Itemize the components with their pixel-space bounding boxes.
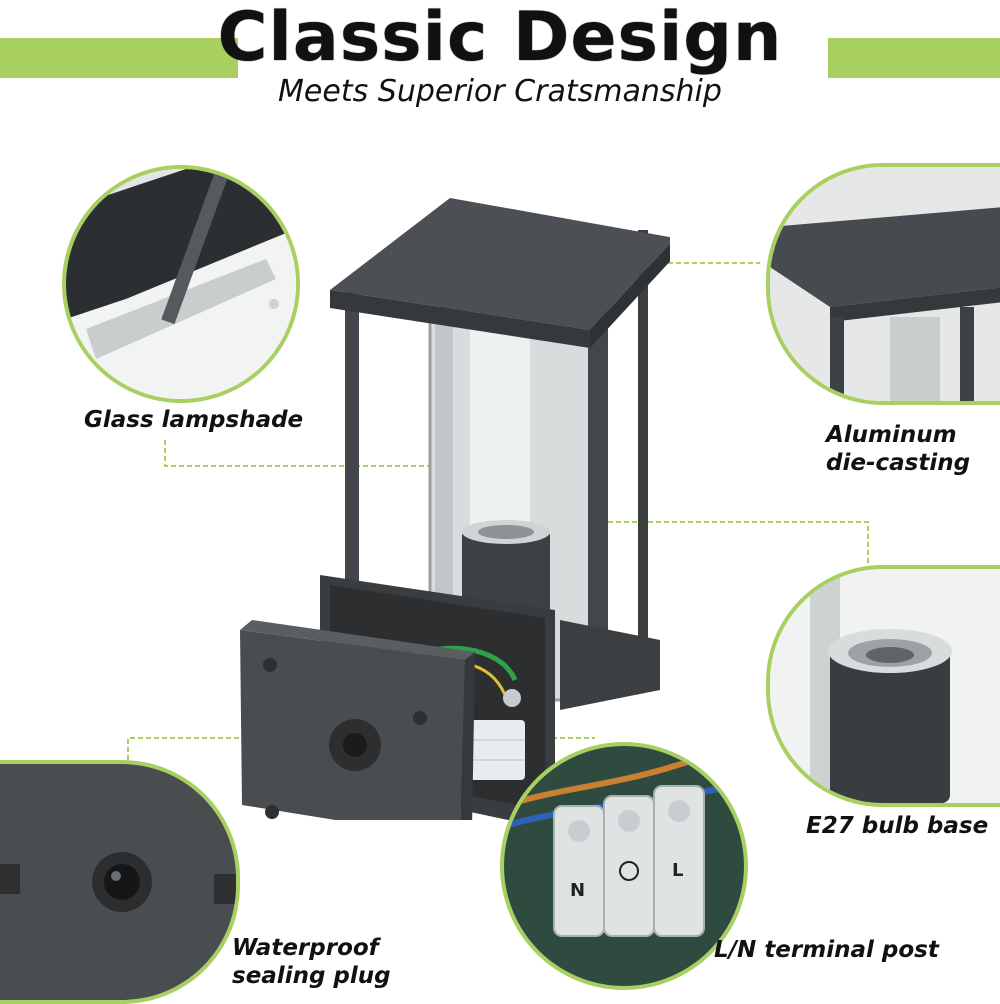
leader-glass: [164, 440, 460, 467]
aluminum-label-line2: die-casting: [826, 450, 971, 476]
bulb-base-label: E27 bulb base: [806, 813, 989, 839]
terminal-block: [465, 720, 525, 780]
terminal-mark-l: L: [672, 860, 683, 881]
leader-bulb-base: [512, 521, 869, 565]
sealing-plug-label-line2: sealing plug: [232, 963, 391, 989]
bulb-base-callout: [766, 565, 1000, 807]
page-title: Classic Design: [217, 0, 783, 77]
title-plate: [238, 0, 828, 120]
glass-lampshade-label: Glass lampshade: [84, 407, 304, 433]
page-subtitle: Meets Superior Cratsmanship: [278, 74, 722, 109]
terminal-post-label: L/N terminal post: [714, 937, 939, 963]
terminal-post-callout: N L: [500, 742, 748, 990]
lamp-product-image: [240, 198, 670, 820]
terminal-mark-n: N: [570, 880, 585, 901]
aluminum-label-line1: Aluminum: [826, 422, 957, 448]
glass-lampshade-callout: [62, 165, 300, 403]
ground-symbol-icon: [619, 861, 639, 881]
sealing-plug-label-line1: Waterproof: [232, 935, 379, 961]
top-cap: [330, 198, 670, 330]
aluminum-callout: [766, 163, 1000, 405]
sealing-plug-callout: [0, 760, 240, 1004]
